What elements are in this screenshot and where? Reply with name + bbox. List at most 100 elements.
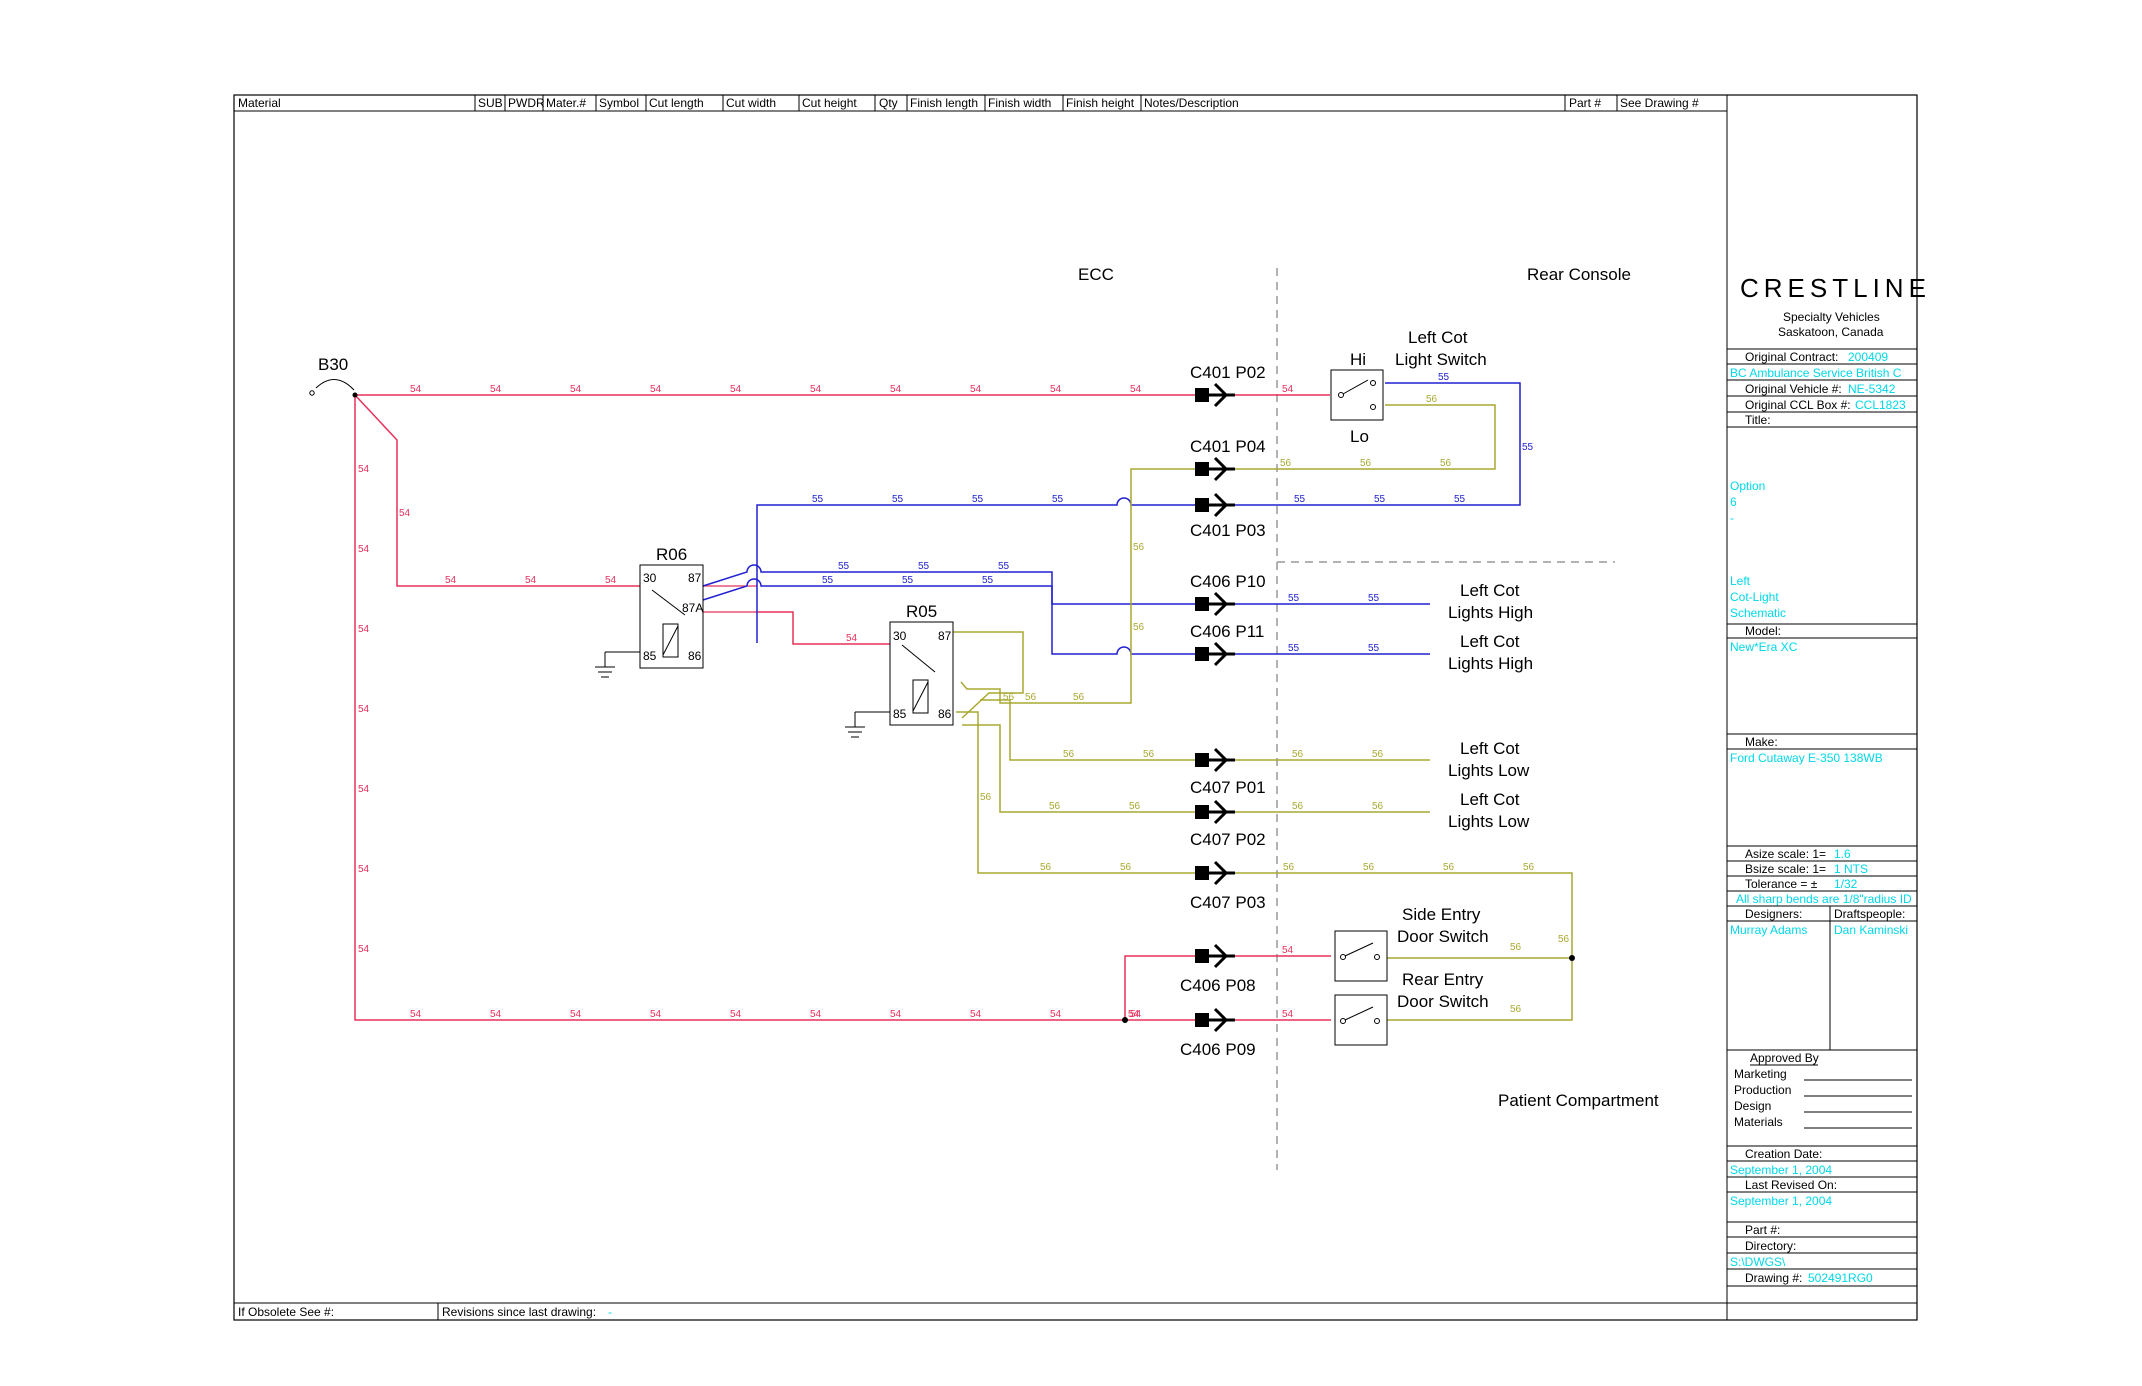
header-qty: Qty (879, 96, 898, 110)
wire-label-55: 55 (892, 494, 904, 505)
wire-label-56: 56 (1510, 1004, 1522, 1015)
wire-label-54: 54 (399, 508, 411, 519)
tb-title-line: Cot-Light (1730, 590, 1779, 604)
tb-title-line: 6 (1730, 495, 1737, 509)
tb-tolerance: 1/32 (1834, 877, 1858, 891)
wire-label-56: 56 (1073, 692, 1085, 703)
connector-label: C406 P11 (1190, 622, 1264, 641)
tb-model-label: Model: (1745, 624, 1781, 638)
wire-label-54: 54 (1130, 1009, 1142, 1020)
header-see-drawing: See Drawing # (1620, 96, 1699, 110)
wire-label-54: 54 (490, 1009, 502, 1020)
switch-hi-label: Hi (1350, 350, 1366, 369)
tb-model: New*Era XC (1730, 640, 1798, 654)
door-switch-label: Rear Entry (1402, 970, 1484, 989)
wire-label-54: 54 (358, 944, 370, 955)
tb-title-line: Option (1730, 479, 1765, 493)
door-switch-label: Side Entry (1402, 905, 1481, 924)
wires-56 (951, 404, 1573, 1021)
wire-label-55: 55 (902, 575, 914, 586)
company-line: Saskatoon, Canada (1778, 325, 1884, 339)
wire-label-54: 54 (1282, 1009, 1294, 1020)
wire-label-54: 54 (605, 575, 617, 586)
load-label: Left Cot (1460, 739, 1520, 758)
wire-label-54: 54 (358, 784, 370, 795)
tb-bsize: 1 NTS (1834, 862, 1868, 876)
wire-label-55: 55 (822, 575, 834, 586)
wire-label-56: 56 (1523, 862, 1535, 873)
relay-r06: R06 30 87 87A 85 86 (595, 545, 704, 678)
wire-label-56: 56 (1510, 942, 1522, 953)
relay-pin: 87 (938, 629, 952, 643)
wire-label-54: 54 (358, 544, 370, 555)
zone-rear-console: Rear Console (1527, 265, 1631, 284)
connector-c407-p02: C407 P02 (1190, 799, 1266, 849)
connector-c401-p04: C401 P04 (1190, 437, 1266, 482)
header-part: Part # (1569, 96, 1601, 110)
junction-dot (1122, 1017, 1128, 1023)
wire-label-56: 56 (1049, 801, 1061, 812)
relay-pin: 86 (938, 707, 952, 721)
tb-title-line: Schematic (1730, 606, 1786, 620)
wire-label-54: 54 (810, 384, 822, 395)
wires-54 (354, 394, 1331, 1021)
header-columns: Material SUB PWDR Mater.# Symbol Cut len… (238, 95, 1699, 111)
wire-label-55: 55 (1294, 494, 1306, 505)
tb-make: Ford Cutaway E-350 138WB (1730, 751, 1883, 765)
load-label: Left Cot (1460, 581, 1520, 600)
wire-label-56: 56 (1025, 692, 1037, 703)
drawing-frame (233, 94, 1918, 1321)
wire-label-54: 54 (1130, 384, 1142, 395)
connector-c406-p10: C406 P10 (1190, 572, 1266, 617)
wire-label-54: 54 (810, 1009, 822, 1020)
wire-label-54: 54 (525, 575, 537, 586)
wire-label-56: 56 (1426, 394, 1438, 405)
connector-c407-p03: C407 P03 (1190, 860, 1266, 912)
wire-label-55: 55 (1288, 643, 1300, 654)
wire-label-55: 55 (918, 561, 930, 572)
header-mater: Mater.# (546, 96, 586, 110)
wire-label-56: 56 (1003, 692, 1015, 703)
wire-label-54: 54 (410, 1009, 422, 1020)
cot-switch-label: Light Switch (1395, 350, 1487, 369)
wire-label-55: 55 (812, 494, 824, 505)
footer-revisions-value: - (608, 1305, 612, 1319)
wire-label-54: 54 (358, 464, 370, 475)
wire-label-55: 55 (1288, 593, 1300, 604)
wire-label-54: 54 (730, 1009, 742, 1020)
wire-label-56: 56 (1558, 934, 1570, 945)
tb-creation-label: Creation Date: (1745, 1147, 1822, 1161)
connector-c406-p09: C406 P09 (1180, 1007, 1256, 1059)
wire-label-56: 56 (1372, 801, 1384, 812)
zone-patient: Patient Compartment (1498, 1091, 1659, 1110)
relay-pin: 86 (688, 649, 702, 663)
crestline-logo: CRESTLINE (1740, 273, 1931, 303)
tb-revised-date: September 1, 2004 (1730, 1194, 1832, 1208)
connector-c401-p02: C401 P02 (1190, 363, 1266, 408)
relay-r05-label: R05 (906, 602, 937, 621)
wire-label-56: 56 (1143, 749, 1155, 760)
wire-label-55: 55 (1368, 643, 1380, 654)
wire-label-56: 56 (1360, 458, 1372, 469)
tb-approval: Marketing (1734, 1067, 1787, 1081)
tb-revised-label: Last Revised On: (1745, 1178, 1837, 1192)
tb-part-label: Part #: (1745, 1223, 1780, 1237)
load-labels: Left Cot Lights High Left Cot Lights Hig… (1448, 581, 1533, 831)
relay-pin: 87A (682, 601, 703, 615)
wire-label-54: 54 (570, 1009, 582, 1020)
tb-title-label: Title: (1745, 413, 1771, 427)
wire-label-55: 55 (1374, 494, 1386, 505)
tb-customer: BC Ambulance Service British C (1730, 366, 1902, 380)
wire-label-54: 54 (358, 704, 370, 715)
relay-pin: 30 (893, 629, 907, 643)
wire-label-55: 55 (1438, 372, 1450, 383)
tb-drawing: 502491RG0 (1808, 1271, 1873, 1285)
tb-designers-label: Designers: (1745, 907, 1802, 921)
header-finish-length: Finish length (910, 96, 978, 110)
wire-label-54: 54 (730, 384, 742, 395)
relay-r06-label: R06 (656, 545, 687, 564)
company-line: Specialty Vehicles (1783, 310, 1880, 324)
wire-label-56: 56 (1129, 801, 1141, 812)
connector-label: C406 P08 (1180, 976, 1256, 995)
